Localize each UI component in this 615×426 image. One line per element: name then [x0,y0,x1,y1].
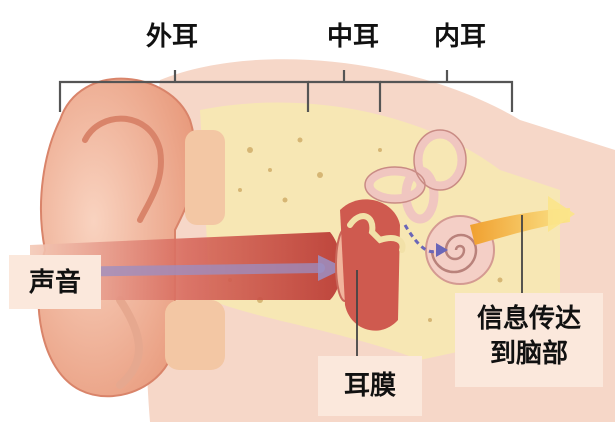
sound-callout: 声音 [9,255,101,309]
eardrum-callout: 耳膜 [318,356,422,416]
cartilage-lower [165,300,225,370]
to-brain-label-line1: 信息传达 [455,302,603,337]
sound-label: 声音 [29,268,81,298]
to-brain-label-line2: 到脑部 [455,337,603,372]
outer-ear-label: 外耳 [146,24,198,50]
to-brain-callout: 信息传达 到脑部 [455,293,603,387]
inner-ear-label: 内耳 [434,24,486,50]
middle-ear-label: 中耳 [327,24,379,50]
eardrum-label: 耳膜 [344,371,396,401]
cartilage-upper [185,130,225,225]
